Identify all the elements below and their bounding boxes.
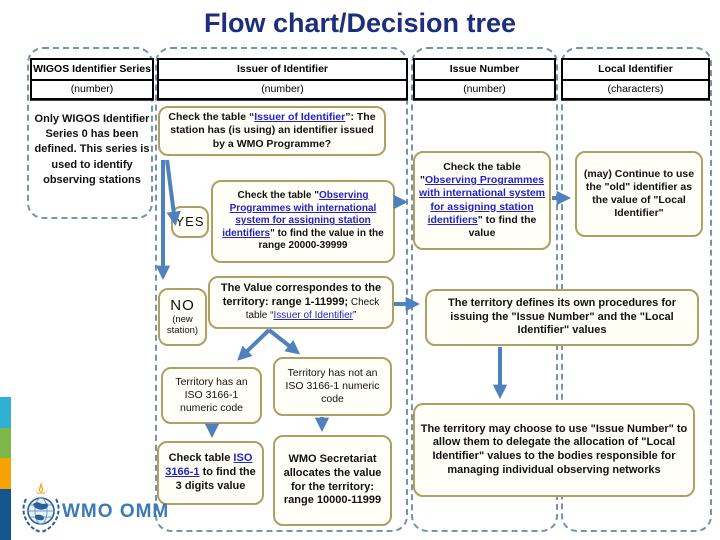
box-territory-may-delegate: The territory may choose to use "Issue N…	[413, 403, 695, 497]
link-observing-programmes[interactable]: Observing Programmes with international …	[418, 174, 546, 226]
box-check-iso-table: Check table ISO 3166-1 to find the 3 dig…	[157, 441, 264, 505]
lane-issuer-of-identifier	[155, 47, 408, 532]
edge-strip-green	[0, 428, 11, 458]
text-part: The Value correspondes to the territory:…	[220, 281, 382, 308]
text-part: Territory has an ISO 3166-1 numeric code	[175, 375, 248, 415]
text-part: ”: The station has (is using) an identif…	[170, 111, 376, 150]
link-issuer-of-identifier[interactable]: Issuer of Identifier	[273, 310, 353, 322]
link-observing-programmes[interactable]: Observing Programmes with international …	[222, 190, 377, 239]
wmo-logo-text: WMO OMM	[62, 501, 170, 522]
box-check-issuer-question: Check the table “Issuer of Identifier”: …	[158, 106, 386, 156]
text-part: The territory may choose to use "Issue N…	[420, 422, 688, 476]
edge-strip-orange	[0, 458, 11, 489]
header-issuer-of-identifier: Issuer of Identifier (number)	[157, 58, 408, 100]
text-part: Check the table "	[237, 190, 319, 202]
link-issuer-of-identifier[interactable]: Issuer of Identifier	[254, 111, 346, 124]
edge-strip-blue	[0, 489, 11, 540]
text-part: WMO Secretariat allocates the value for …	[283, 453, 382, 507]
header-label: WIGOS Identifier Series	[32, 60, 152, 81]
box-continue-old-identifier: (may) Continue to use the "old" identifi…	[575, 151, 703, 237]
text-part: (may) Continue to use the "old" identifi…	[583, 167, 695, 220]
yes-label: YES	[175, 213, 205, 229]
wmo-logo	[22, 482, 60, 533]
text-part: The territory defines its own procedures…	[448, 296, 676, 337]
header-label: Local Identifier	[563, 60, 708, 81]
box-check-observing-programmes-value: Check the table "Observing Programmes wi…	[413, 151, 551, 250]
header-label: Issuer of Identifier	[159, 60, 406, 81]
no-label: NO	[170, 296, 195, 314]
no-sub-label: (new station)	[166, 314, 199, 337]
box-yes: YES	[171, 206, 209, 238]
compass-star-icon	[33, 482, 49, 494]
text-part: ”	[352, 310, 357, 322]
globe-icon	[27, 497, 55, 525]
header-sub: (number)	[70, 83, 114, 96]
page-title: Flow chart/Decision tree	[203, 8, 517, 38]
header-sub: (characters)	[607, 83, 664, 96]
text-part: to find the 3 digits value	[175, 466, 256, 492]
link-iso-3166-1[interactable]: ISO 3166-1	[165, 452, 253, 479]
text-part: Check the table “	[168, 111, 255, 124]
text-part: Territory has not an ISO 3166-1 numeric …	[285, 366, 380, 406]
header-issue-number: Issue Number (number)	[413, 58, 556, 100]
box-territory-has-no-iso-code: Territory has not an ISO 3166-1 numeric …	[273, 357, 392, 416]
box-check-observing-programmes-range: Check the table "Observing Programmes wi…	[211, 180, 395, 263]
text-part: " to find the value in the range 20000-3…	[258, 227, 384, 252]
edge-strip-cyan	[0, 397, 11, 428]
laurel-wreath-icon	[22, 498, 60, 533]
text-part: " to find the value	[468, 213, 537, 239]
box-wmo-secretariat-allocates: WMO Secretariat allocates the value for …	[273, 435, 392, 526]
header-sub: (number)	[261, 83, 304, 96]
text-part: Check table	[168, 452, 234, 465]
box-no-new-station: NO (new station)	[158, 288, 207, 346]
lane-wigos-identifier-series	[27, 47, 153, 219]
header-label: Issue Number	[415, 60, 554, 81]
text-part: Check table “	[245, 296, 380, 322]
text-part: Check the table "	[419, 161, 521, 187]
header-local-identifier: Local Identifier (characters)	[561, 58, 710, 100]
box-territory-defines-procedures: The territory defines its own procedures…	[425, 289, 699, 346]
header-sub: (number)	[463, 83, 506, 96]
series-zero-note: Only WIGOS Identifier Series 0 has been …	[34, 113, 150, 186]
box-territory-has-iso-code: Territory has an ISO 3166-1 numeric code	[161, 367, 262, 424]
header-wigos-identifier-series: WIGOS Identifier Series (number)	[30, 58, 154, 100]
box-value-corresponds-territory: The Value correspondes to the territory:…	[208, 276, 394, 329]
